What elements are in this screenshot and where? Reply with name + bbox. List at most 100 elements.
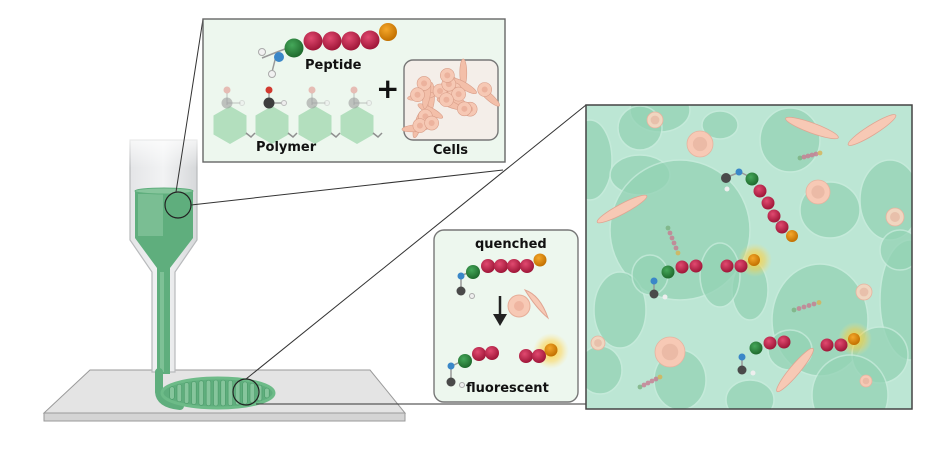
- cell-nucleus: [594, 339, 602, 347]
- inset-bioink-composition: Peptide Polymer + Cells: [202, 18, 506, 163]
- cleaved-peptide-fragment-n: [446, 346, 499, 388]
- faded-peptide-residue: [791, 307, 797, 313]
- faded-peptide-residue: [671, 240, 677, 246]
- cell-cluster: [401, 58, 500, 139]
- hydrogel-pore: [859, 159, 912, 241]
- peptide-red-residue: [820, 338, 834, 352]
- cell-nucleus: [437, 88, 444, 95]
- peptide-red-residue: [763, 336, 777, 350]
- printed-filament-lines: [169, 379, 270, 407]
- polymer-label: Polymer: [256, 140, 317, 155]
- filament-line: [220, 379, 226, 407]
- cells-label: Cells: [433, 143, 468, 158]
- polymer-link: [372, 132, 383, 139]
- cell-nucleus: [481, 86, 488, 93]
- filament-line: [198, 380, 204, 406]
- faded-peptide-residue: [813, 151, 819, 157]
- fluorescent-label: fluorescent: [466, 381, 549, 396]
- peptide-green-residue: [745, 172, 759, 186]
- hydrogel-pore: [699, 242, 741, 308]
- peptide-red-residue: [360, 30, 380, 50]
- carbon-atom: [306, 97, 318, 109]
- carbon-atom: [721, 173, 731, 183]
- peptide-red-residue: [520, 259, 534, 273]
- fluorophore-orange-residue: [544, 343, 558, 357]
- cell-nucleus: [859, 287, 869, 297]
- polymer-ring: [213, 106, 247, 144]
- faded-peptide-residue: [637, 384, 643, 390]
- faded-peptide-residue: [667, 230, 673, 236]
- carbon-atom: [456, 286, 466, 296]
- hydrogen-atom: [459, 382, 465, 388]
- faded-peptide-residue: [675, 250, 681, 256]
- cells-box: [401, 58, 500, 141]
- peptide-red-residue: [753, 184, 767, 198]
- peptide-red-residue: [303, 31, 323, 51]
- printed-hydrogel-construct: [155, 368, 276, 410]
- cell-nucleus: [650, 115, 660, 125]
- peptide-red-residue: [485, 346, 499, 360]
- faded-peptide-residue: [801, 304, 807, 310]
- polymer-link: [330, 132, 341, 139]
- cell-nucleus: [416, 122, 423, 129]
- hydrogel-pore: [725, 379, 775, 409]
- faded-peptide-residue: [665, 225, 671, 231]
- hydrogel-pore: [593, 271, 647, 349]
- peptide-red-residue: [507, 259, 521, 273]
- polymer-chain: [213, 86, 383, 144]
- quenched-peptide: [456, 253, 547, 299]
- peptide-red-residue: [519, 349, 533, 363]
- nitrogen-atom: [650, 277, 658, 285]
- filament-line: [169, 386, 175, 400]
- inset-hydrogel-matrix: [585, 104, 913, 410]
- quencher-orange-residue: [533, 253, 547, 267]
- faded-peptide-residue: [801, 154, 807, 160]
- cell-nucleus: [461, 105, 468, 112]
- hydrogen-atom: [239, 100, 245, 106]
- hydrogel-pore: [879, 229, 912, 271]
- polymer-ring: [340, 106, 374, 144]
- nitrogen-atom: [447, 362, 455, 370]
- carbon-atom: [221, 97, 233, 109]
- cell-nucleus: [428, 120, 435, 127]
- peptide-green-residue: [661, 265, 675, 279]
- quenched-label: quenched: [475, 237, 547, 252]
- cell-spindle: [523, 289, 550, 320]
- down-arrow-icon: [493, 296, 507, 326]
- cell-nucleus: [443, 96, 450, 103]
- carbon-atom: [737, 365, 747, 375]
- cell-nucleus: [862, 377, 870, 385]
- hydrogen-atom: [662, 294, 668, 300]
- filament-line: [205, 379, 212, 407]
- quencher-orange-residue: [379, 23, 397, 41]
- oxygen-atom: [308, 86, 316, 94]
- carbon-atom: [263, 97, 275, 109]
- filament-line: [264, 387, 270, 399]
- peptide-red-residue: [775, 220, 789, 234]
- hydrogen-atom: [268, 70, 276, 78]
- hydrogen-atom: [281, 100, 287, 106]
- cell-nucleus: [692, 136, 708, 152]
- cell-nucleus: [890, 212, 900, 222]
- nitrogen-atom: [274, 52, 284, 62]
- polymer-ring: [298, 106, 332, 144]
- cell-spindle: [596, 194, 648, 224]
- nitrogen-atom: [738, 353, 746, 361]
- faded-peptide-residue: [805, 153, 811, 159]
- carbon-atom: [649, 289, 659, 299]
- peptide-red-residue: [341, 31, 361, 51]
- peptide-red-residue: [532, 349, 546, 363]
- polymer-link: [245, 132, 256, 139]
- inset-activation-mechanism: quenched: [433, 229, 579, 403]
- filament-line: [242, 381, 248, 405]
- faded-peptide-residue: [816, 300, 822, 305]
- nitrogen-atom: [735, 168, 743, 176]
- oxygen-atom: [223, 86, 231, 94]
- peptide-green-residue: [466, 265, 480, 279]
- carbon-atom: [348, 97, 360, 109]
- polymer-ring: [255, 106, 289, 144]
- cell-spindle: [776, 347, 814, 393]
- faded-peptide-residue: [645, 380, 651, 386]
- faded-peptide-residue: [669, 235, 675, 241]
- filament-line: [249, 382, 255, 404]
